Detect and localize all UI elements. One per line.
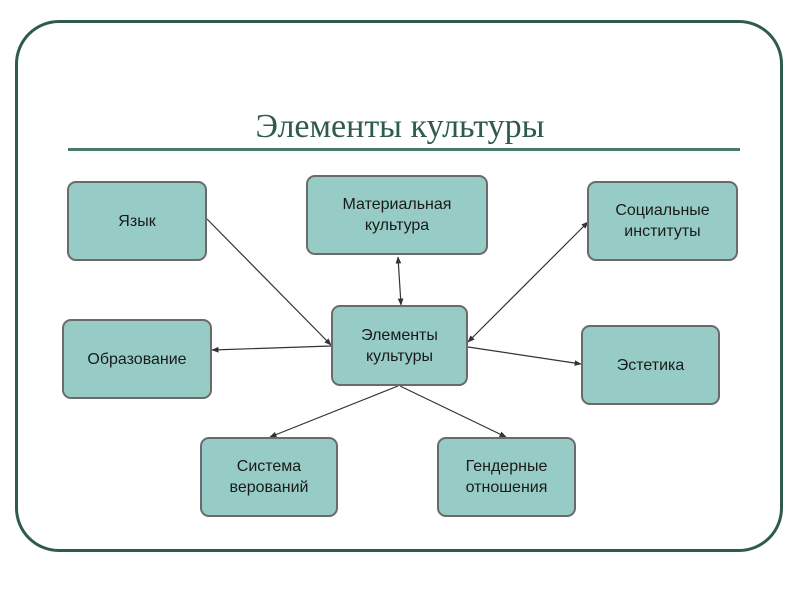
connector-social: [467, 221, 589, 343]
node-material-culture: Материальная культура: [306, 175, 488, 255]
node-center: Элементы культуры: [331, 305, 468, 386]
node-language: Язык: [67, 181, 207, 261]
connector-language: [206, 218, 332, 346]
connector-education: [211, 345, 332, 353]
connector-beliefs: [269, 385, 399, 438]
node-aesthetics: Эстетика: [581, 325, 720, 405]
slide-frame: [15, 20, 783, 552]
title-divider: [68, 148, 740, 151]
node-belief-system: Система верований: [200, 437, 338, 517]
node-gender-relations: Гендерные отношения: [437, 437, 576, 517]
node-education: Образование: [62, 319, 212, 399]
connector-aesthetics: [467, 346, 582, 366]
connector-gender: [399, 385, 507, 438]
node-social-institutions: Социальные институты: [587, 181, 738, 261]
slide-title: Элементы культуры: [255, 108, 545, 145]
connector-material: [395, 256, 404, 306]
